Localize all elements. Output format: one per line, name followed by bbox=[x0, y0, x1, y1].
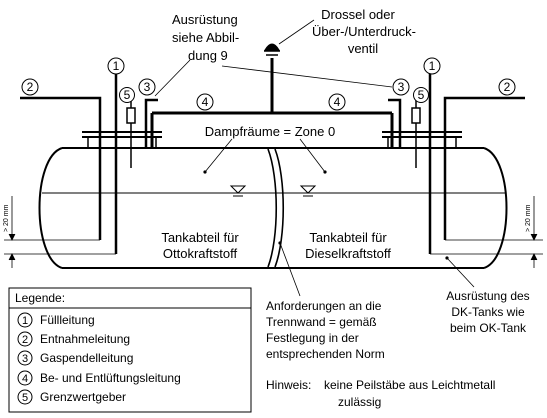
tank-body bbox=[38, 147, 508, 269]
marker-2-right bbox=[498, 78, 516, 96]
legend-label-4: Be- und Entlüftungsleitung bbox=[40, 371, 181, 385]
right-pipes bbox=[388, 72, 525, 254]
wall-note: Anforderungen an die Trennwand = gemäß F… bbox=[266, 299, 385, 361]
marker-5-left bbox=[119, 87, 135, 103]
hint-label: Hinweis: bbox=[266, 378, 311, 392]
marker-2-left-number: 2 bbox=[27, 80, 34, 94]
left-compartment-line-1: Tankabteil für bbox=[161, 230, 239, 245]
left-dome bbox=[82, 131, 162, 148]
legend-number-2: 2 bbox=[22, 334, 28, 346]
marker-5-left-number: 5 bbox=[124, 88, 131, 102]
dk-dot bbox=[445, 256, 449, 260]
equipment-line-1: Ausrüstung bbox=[172, 12, 238, 27]
liquid-level-marker-left bbox=[229, 185, 247, 197]
legend-number-1: 1 bbox=[22, 315, 28, 327]
leader-lines bbox=[154, 19, 475, 297]
dimension-right bbox=[430, 196, 543, 268]
legend-label-3: Gaspendelleitung bbox=[40, 351, 133, 365]
legend-body-box bbox=[8, 307, 252, 413]
separating-wall bbox=[267, 148, 285, 268]
marker-1-right bbox=[423, 57, 441, 75]
wall-note-line-4: entsprechenden Norm bbox=[266, 347, 385, 361]
marker-4-right-number: 4 bbox=[334, 95, 341, 109]
marker-4-left-number: 4 bbox=[202, 95, 209, 109]
vapour-dot-right bbox=[323, 170, 327, 174]
equipment-callout: Ausrüstung siehe Abbil- dung 9 bbox=[172, 12, 239, 63]
dimension-label-left: > 20 mm bbox=[3, 204, 10, 232]
marker-5-right-number: 5 bbox=[418, 88, 425, 102]
legend-title: Legende: bbox=[15, 291, 65, 305]
marker-3-left-number: 3 bbox=[144, 80, 151, 94]
vapour-dot-left bbox=[203, 170, 207, 174]
vent-pipe bbox=[150, 43, 394, 148]
legend-marker-5 bbox=[17, 389, 33, 405]
legend-label-1: Füllleitung bbox=[40, 313, 95, 327]
marker-4-left bbox=[196, 93, 214, 111]
legend-marker-3 bbox=[17, 350, 33, 366]
marker-5-right bbox=[413, 87, 429, 103]
legend-marker-2 bbox=[17, 331, 33, 347]
wall-note-line-1: Anforderungen an die bbox=[266, 299, 382, 313]
valve-line-3: ventil bbox=[348, 41, 378, 56]
legend-marker-1 bbox=[17, 312, 33, 328]
legend: Legende: 1 2 3 4 5 Füllleitung Entnahmel… bbox=[8, 287, 252, 413]
hint-note: Hinweis: keine Peilstäbe aus Leichtmetal… bbox=[266, 378, 495, 409]
marker-1-left bbox=[107, 57, 125, 75]
wall-dot bbox=[278, 241, 282, 245]
legend-marker-4 bbox=[17, 370, 33, 386]
valve-line-2: Über-/Unterdruck- bbox=[312, 24, 416, 39]
left-compartment-line-2: Ottokraftstoff bbox=[163, 246, 238, 261]
vapour-space-label: Dampfräume = Zone 0 bbox=[205, 124, 335, 139]
legend-number-4: 4 bbox=[22, 373, 28, 385]
marker-3-right bbox=[392, 78, 410, 96]
equipment-line-2: siehe Abbil- bbox=[172, 30, 239, 45]
wall-note-line-3: Festlegung in der bbox=[266, 331, 359, 345]
marker-4-right bbox=[328, 93, 346, 111]
hint-line-1: keine Peilstäbe aus Leichtmetall bbox=[324, 378, 495, 392]
marker-1-right-number: 1 bbox=[429, 59, 436, 73]
dk-note-line-2: DK-Tanks wie bbox=[451, 305, 525, 319]
marker-3-left bbox=[138, 78, 156, 96]
wall-note-line-2: Trennwand = gemäß bbox=[266, 315, 377, 329]
valve-callout: Drossel oder Über-/Unterdruck- ventil bbox=[312, 7, 416, 56]
right-dome bbox=[382, 131, 462, 148]
legend-label-2: Entnahmeleitung bbox=[40, 332, 130, 346]
right-compartment-line-2: Dieselkraftstoff bbox=[305, 246, 391, 261]
dk-note-line-3: beim OK-Tank bbox=[450, 321, 527, 335]
dimension-label-right: > 20 mm bbox=[525, 204, 532, 232]
liquid-level-marker-right bbox=[299, 185, 317, 197]
legend-number-3: 3 bbox=[22, 353, 28, 365]
legend-number-5: 5 bbox=[22, 392, 28, 404]
legend-label-5: Grenzwertgeber bbox=[40, 390, 126, 404]
hint-line-2: zulässig bbox=[338, 395, 381, 409]
marker-3-right-number: 3 bbox=[398, 80, 405, 94]
equipment-line-3: dung 9 bbox=[188, 48, 228, 63]
marker-2-right-number: 2 bbox=[504, 80, 511, 94]
valve-line-1: Drossel oder bbox=[321, 7, 395, 22]
dk-note-line-1: Ausrüstung des bbox=[446, 289, 529, 303]
marker-2-left bbox=[21, 78, 39, 96]
dimension-left bbox=[4, 196, 116, 268]
marker-1-left-number: 1 bbox=[113, 59, 120, 73]
dk-note: Ausrüstung des DK-Tanks wie beim OK-Tank bbox=[446, 289, 529, 335]
right-compartment-line-1: Tankabteil für bbox=[309, 230, 387, 245]
